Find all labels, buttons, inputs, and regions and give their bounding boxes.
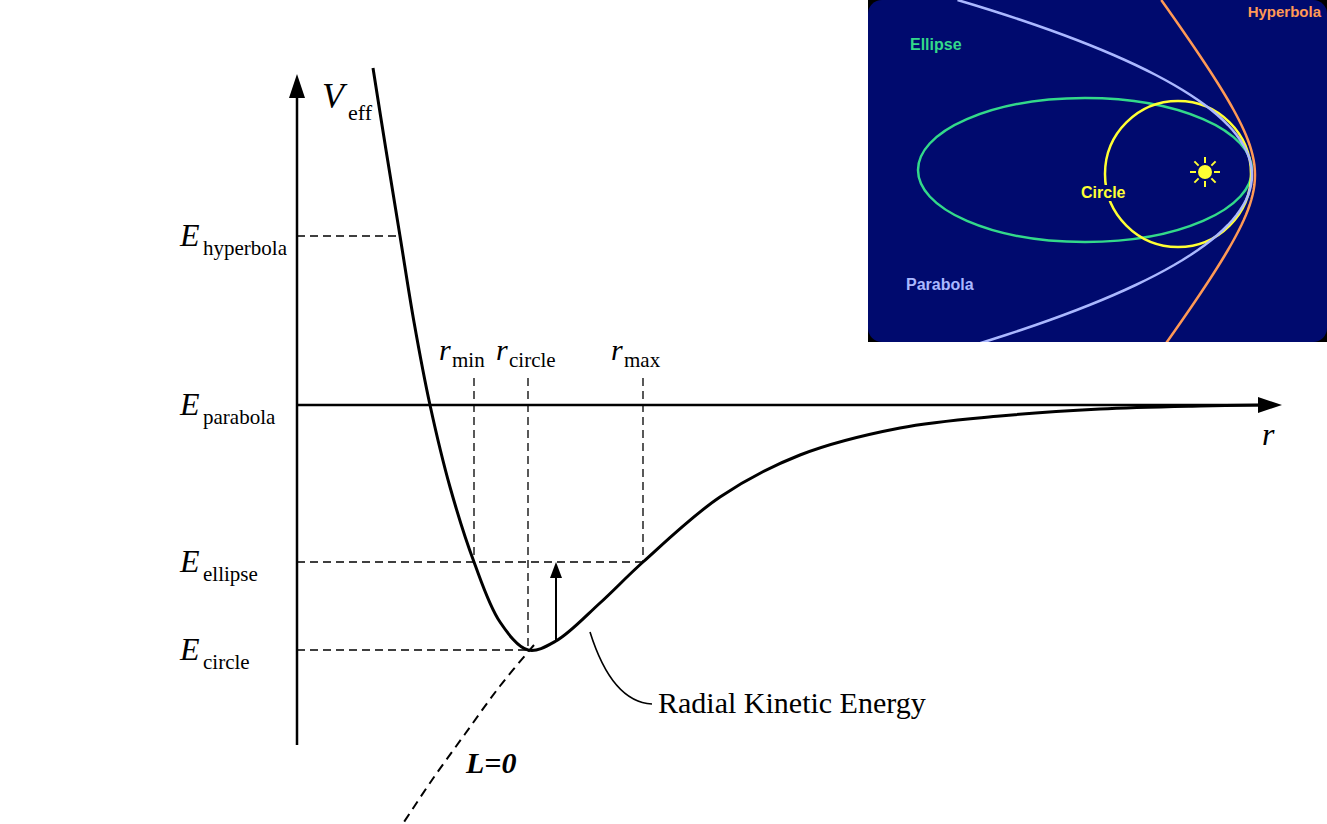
curve-label: L=0 <box>466 748 516 778</box>
energy-label: E <box>180 388 200 420</box>
energy-subscript: hyperbola <box>203 238 287 259</box>
energy-level-line <box>297 561 643 562</box>
zero-angular-momentum-curve <box>404 645 534 822</box>
inset-panel <box>868 0 1327 342</box>
y-axis <box>296 92 299 745</box>
radius-label: r <box>439 335 451 365</box>
energy-subscript: circle <box>203 652 250 673</box>
energy-label: E <box>180 633 200 665</box>
radius-marker-line <box>527 378 528 650</box>
sun-ray <box>1204 157 1206 163</box>
radius-marker-line <box>642 378 643 562</box>
orbit-label: Hyperbola <box>1248 4 1321 19</box>
sun-ray <box>1211 178 1215 182</box>
energy-subscript: parabola <box>203 407 275 428</box>
orbit-label: Parabola <box>906 277 974 293</box>
radius-marker-line <box>473 378 474 562</box>
hyperbola-orbit <box>1161 0 1255 342</box>
energy-level-line <box>297 649 528 650</box>
sun-ray <box>1214 171 1220 173</box>
sun-ray <box>1211 161 1215 165</box>
leader-line <box>590 632 652 704</box>
inset-frame <box>868 0 1327 342</box>
radius-label: r <box>611 335 623 365</box>
sun-symbol <box>1190 157 1220 187</box>
radius-subscript: circle <box>509 350 556 371</box>
radius-subscript: max <box>624 350 660 371</box>
y-axis-arrowhead <box>289 74 305 98</box>
ellipse-orbit <box>918 98 1252 242</box>
axis-label: V <box>322 78 344 114</box>
energy-subscript: ellipse <box>203 564 258 585</box>
radial-energy-arrowhead <box>550 562 562 578</box>
sun-disc <box>1198 165 1212 179</box>
energy-label: E <box>180 219 200 251</box>
orbit-label: Circle <box>1079 185 1127 201</box>
sun-ray <box>1204 181 1206 187</box>
sun-ray <box>1194 178 1198 182</box>
orbit-label: Ellipse <box>910 37 962 53</box>
radial-energy-arrow <box>555 574 557 640</box>
axis-label: r <box>1262 418 1274 450</box>
parabola-orbit <box>958 0 1252 342</box>
radius-subscript: min <box>452 350 485 371</box>
sun-ray <box>1194 161 1198 165</box>
sun-ray <box>1190 171 1196 173</box>
x-axis <box>297 404 1262 407</box>
energy-label: E <box>180 545 200 577</box>
radius-label: r <box>496 335 508 365</box>
energy-level-line <box>297 235 398 236</box>
axis-subscript: eff <box>348 102 372 124</box>
annotation-label: Radial Kinetic Energy <box>658 688 926 718</box>
